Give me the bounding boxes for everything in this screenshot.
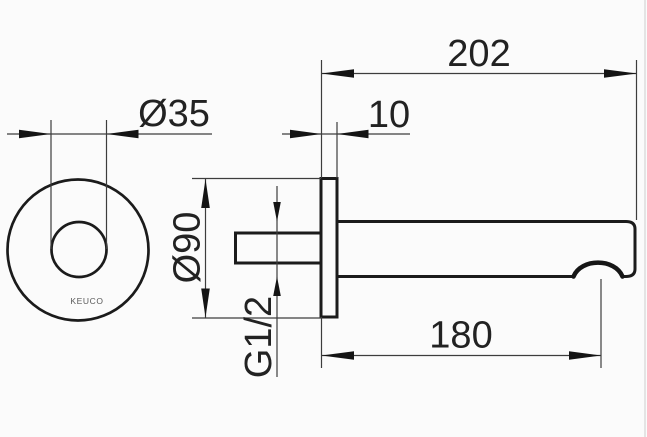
brand-logo-text: KEUCO [70, 296, 103, 306]
arrowhead-right-icon [106, 129, 139, 139]
dimension-plate-thickness: 10 [282, 94, 410, 178]
arrowhead-down-icon [201, 288, 210, 318]
spout-inner-circle [50, 220, 108, 279]
outlet-mound [571, 260, 625, 279]
arrowhead-down-icon [273, 202, 281, 222]
dim-label-plate-thickness: 10 [368, 94, 410, 136]
dim-label-outlet-projection: 180 [429, 315, 492, 357]
arrowhead-right-icon [569, 351, 601, 360]
dimension-overall-length: 202 [320, 33, 638, 220]
arrowhead-left-icon [19, 129, 51, 139]
escutcheon-outer-circle [6, 178, 150, 322]
connection-pipe-stub [234, 231, 323, 265]
arrowhead-up-icon [273, 276, 281, 296]
dimension-connection-thread: G1/2 [238, 186, 281, 378]
wall-plate [319, 177, 339, 319]
arrowhead-left-icon [321, 69, 354, 78]
arrowhead-left-icon [321, 351, 354, 360]
dim-label-plate-diameter: Ø90 [167, 212, 209, 284]
dimension-spout-diameter: Ø35 [7, 93, 212, 249]
arrowhead-inward-right-icon [337, 129, 369, 139]
dim-label-connection-thread: G1/2 [238, 296, 280, 378]
dim-label-spout-diameter: Ø35 [138, 93, 210, 135]
dim-label-overall-length: 202 [447, 33, 510, 75]
dimension-plate-diameter: Ø90 [167, 177, 321, 319]
arrowhead-right-icon [604, 69, 637, 78]
arrowhead-inward-left-icon [290, 129, 322, 139]
dimension-outlet-projection: 180 [320, 279, 602, 368]
front-view: KEUCO [6, 178, 150, 322]
arrowhead-up-icon [201, 179, 210, 208]
spout-tube [335, 220, 637, 278]
side-view [234, 177, 637, 319]
